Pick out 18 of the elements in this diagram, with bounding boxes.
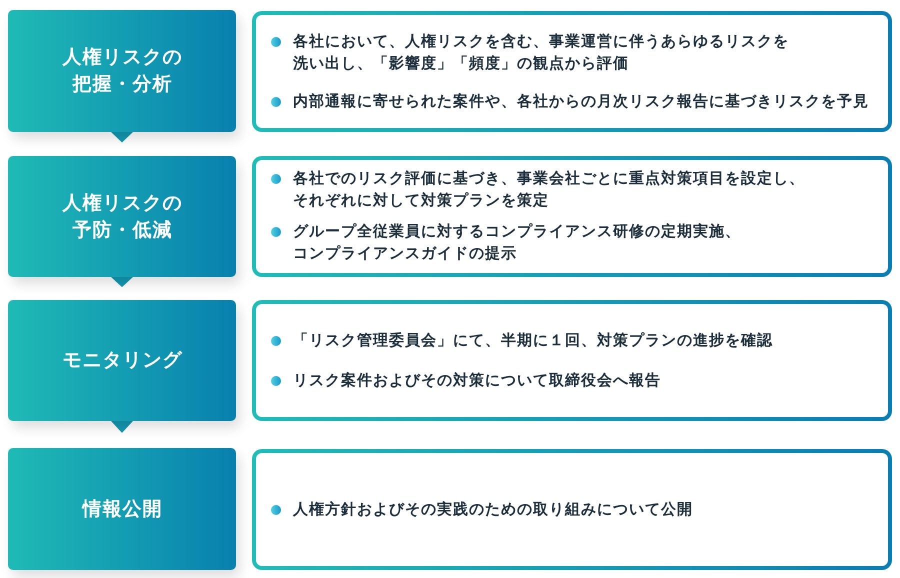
stage-box — [8, 10, 236, 132]
list-item-text: リスク案件およびその対策について取締役会へ報告 — [293, 370, 661, 390]
arrow — [111, 277, 133, 288]
stage-title: 情報公開 — [82, 498, 162, 522]
stage-box — [8, 300, 236, 421]
list-item-text: 人権方針およびその実践のための取り組みについて公開 — [293, 500, 693, 520]
stage-title: モニタリング — [62, 349, 182, 373]
stage-box — [8, 156, 236, 277]
list-item-text: 各社において、人権リスクを含む、事業運営に伴うあらゆるリスクを洗い出し、「影響度」「頻度」の観点から評価 — [293, 32, 790, 74]
stage-title: 人権リスクの把握・分析 — [61, 46, 184, 97]
arrow — [111, 421, 133, 433]
list-item-text: 内部通報に寄せられた案件や、各社からの月次リスク報告に基づきリスクを予見 — [293, 92, 869, 112]
stage-box — [8, 448, 236, 570]
list-item-text: 各社でのリスク評価に基づき、事業会社ごとに重点対策項目を設定し、それぞれに対して対策プランを策定 — [293, 169, 806, 211]
list-item-text: グループ全従業員に対するコンプライアンス研修の定期実施、コンプライアンスガイドの提示 — [293, 222, 742, 264]
list-item-text: 「リスク管理委員会」にて、半期に１回、対策プランの進捗を確認 — [293, 330, 773, 350]
stage-title: 人権リスクの予防・低減 — [61, 192, 184, 242]
arrow — [111, 132, 133, 143]
